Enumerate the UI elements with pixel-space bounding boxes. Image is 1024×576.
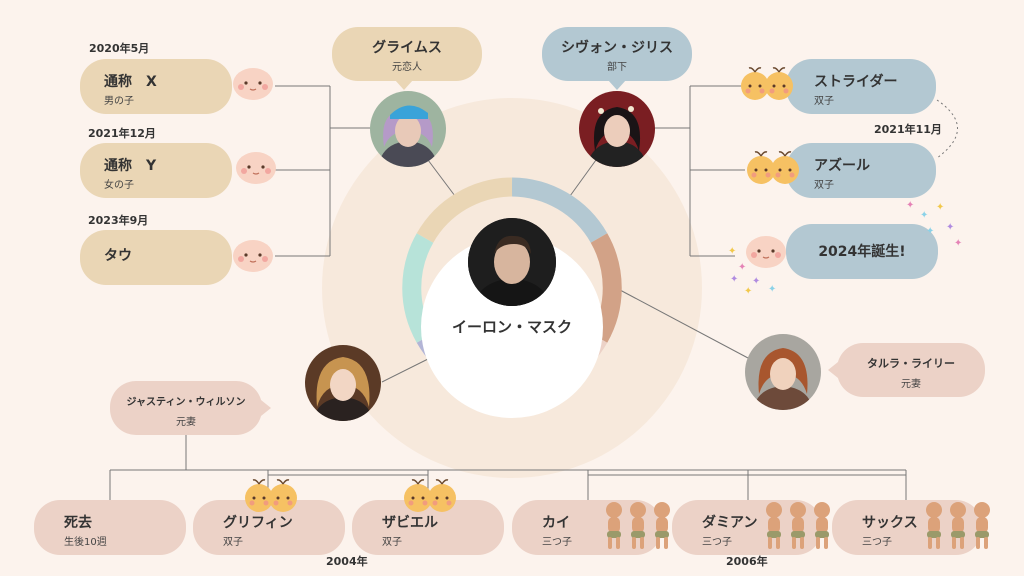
born-2024-card[interactable]: 2024年誕生! [786,224,938,279]
svg-text:✦: ✦ [936,202,944,213]
svg-text:✦: ✦ [906,200,914,211]
musk-portrait-icon [468,218,556,306]
xavier-card[interactable]: ザビエル 双子 [352,500,504,555]
talulah-photo[interactable] [745,334,821,410]
ring-grimes [416,177,513,243]
shivon-card-pointer [608,80,626,90]
strider-sub: 双子 [814,96,834,107]
partner-spokes [381,289,749,383]
svg-text:✦: ✦ [926,226,934,237]
svg-text:✦: ✦ [730,274,738,285]
grimes-name: グライムス [372,40,442,56]
svg-text:✦: ✦ [744,286,752,297]
svg-text:✦: ✦ [946,222,954,233]
grimes-portrait-icon [370,91,446,167]
griffin-sub: 双子 [223,537,243,548]
griffin-card[interactable]: グリフィン 双子 [193,500,345,555]
twin-babies-icon [741,67,793,100]
twin-babies-icon [747,151,799,184]
sparkle-stars-icon: ✦✦✦ ✦✦✦ ✦✦✦ ✦✦✦ [728,200,962,297]
ring-shivon [511,177,608,243]
strider-name: ストライダー [814,74,898,90]
ring-talulah-dark [590,233,622,343]
shivon-portrait-icon [579,91,655,167]
azure-sub: 双子 [814,180,834,191]
justine-card-pointer [261,400,271,416]
baby-face-icon [746,236,786,268]
talulah-portrait-icon [745,334,821,410]
svg-text:✦: ✦ [728,246,736,257]
deceased-child-sub: 生後10週 [64,537,107,548]
talulah-card-pointer [828,362,838,378]
deceased-child-card[interactable]: 死去 生後10週 [34,500,186,555]
xavier-name: ザビエル [382,515,438,531]
tau-card[interactable]: タウ [80,230,232,285]
twin-babies-icon [404,479,456,512]
shivon-card[interactable]: シヴォン・ジリス 部下 [542,27,692,81]
talulah-name: タルラ・ライリー [867,357,955,370]
standing-babies-icon [766,502,830,549]
child-x-name: 通称 X [104,74,157,90]
justine-photo[interactable] [305,345,381,421]
tau-name: タウ [104,248,132,264]
tau-date: 2023年9月 [88,214,149,227]
child-x-card[interactable]: 通称 X 男の子 [80,59,232,114]
svg-text:✦: ✦ [920,210,928,221]
ring-mint [402,233,434,343]
grimes-child-lines [275,85,456,257]
grimes-card[interactable]: グライムス 元恋人 [332,27,482,81]
xavier-sub: 双子 [382,537,402,548]
shivon-name: シヴォン・ジリス [561,40,673,56]
child-y-card[interactable]: 通称 Y 女の子 [80,143,232,198]
kai-sub: 三つ子 [542,537,572,548]
grimes-photo[interactable] [370,91,446,167]
shivon-child-lines [569,85,958,257]
justine-role: 元妻 [176,417,196,428]
saxon-sub: 三つ子 [862,537,892,548]
child-y-name: 通称 Y [104,158,157,174]
strider-card[interactable]: ストライダー 双子 [786,59,936,114]
born-2024-name: 2024年誕生! [818,244,906,260]
shivon-photo[interactable] [579,91,655,167]
baby-face-icon [236,152,276,184]
center-name: イーロン・マスク [451,318,572,336]
shivon-role: 部下 [607,62,627,73]
standing-babies-icon [926,502,990,549]
justine-child-lines [109,435,907,500]
justine-card[interactable]: ジャスティン・ウィルソン 元妻 [110,381,262,435]
child-x-date: 2020年5月 [89,42,150,55]
triplets-year: 2006年 [726,555,768,568]
child-x-sub: 男の子 [104,96,134,107]
twins-year: 2004年 [326,555,368,568]
grimes-card-pointer [395,80,413,90]
justine-name: ジャスティン・ウィルソン [126,397,246,408]
standing-babies-icon [606,502,670,549]
baby-face-icon [233,240,273,272]
kai-name: カイ [542,515,570,531]
damian-sub: 三つ子 [702,537,732,548]
svg-text:✦: ✦ [738,262,746,273]
musk-photo[interactable] [468,218,556,306]
griffin-name: グリフィン [223,515,293,531]
twin-babies-icon [245,479,297,512]
svg-text:✦: ✦ [768,284,776,295]
talulah-card[interactable]: タルラ・ライリー 元妻 [837,343,985,397]
azure-name: アズール [814,158,870,174]
azure-card[interactable]: アズール 双子 [786,143,936,198]
baby-face-icon [233,68,273,100]
shivon-twins-date: 2021年11月 [874,123,942,136]
grimes-role: 元恋人 [392,62,422,73]
justine-portrait-icon [305,345,381,421]
deceased-child-name: 死去 [64,515,92,531]
svg-text:✦: ✦ [954,238,962,249]
saxon-name: サックス [862,515,918,531]
damian-name: ダミアン [702,515,758,531]
child-y-date: 2021年12月 [88,127,156,140]
child-y-sub: 女の子 [104,180,134,191]
svg-text:✦: ✦ [752,276,760,287]
talulah-role: 元妻 [901,379,921,390]
